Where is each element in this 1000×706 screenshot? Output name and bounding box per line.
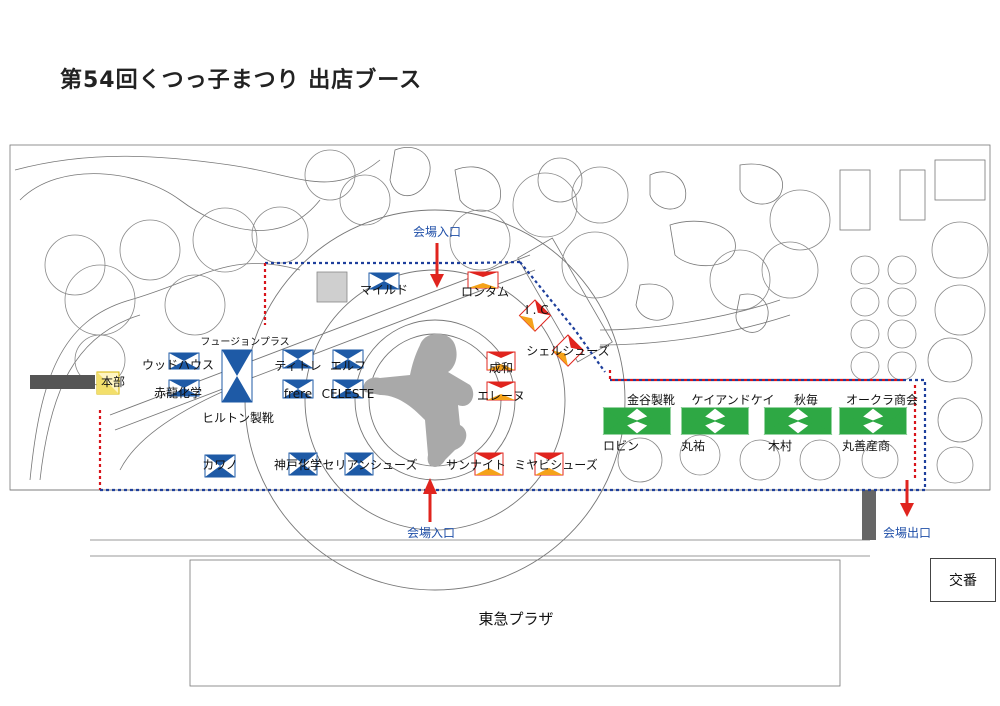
hatched-strip (30, 375, 95, 389)
entrance-arrow-bottom (423, 478, 437, 522)
plaza-label: 東急プラザ (478, 610, 554, 628)
booth-label-elf: エルフ (329, 359, 367, 373)
exit-label: 会場出口 (882, 526, 932, 540)
entrance-arrow-top (430, 243, 444, 288)
booth-label-marusen: 丸善産商 (841, 439, 891, 453)
booth-label-sunnite: サンナイト (445, 458, 507, 472)
booth-markers-red (467, 271, 585, 476)
booth-label-celeste: CELESTE (321, 387, 375, 401)
honbu-marker (96, 371, 120, 395)
booth-label-maruyu: 丸祐 (680, 439, 706, 453)
booth-label-frere: frere (283, 387, 313, 401)
booth-markers-blue (168, 272, 400, 478)
booth-label-kanaya: 金谷製靴 (626, 393, 676, 407)
booth-label-hilton: ヒルトン製靴 (201, 411, 275, 425)
booth-label-akimai: 秋毎 (793, 393, 819, 407)
tree-group (44, 149, 989, 484)
kouban-label: 交番 (930, 558, 996, 602)
booth-label-kawano: カワノ (202, 458, 238, 472)
booth-label-okura: オークラ商会 (845, 393, 919, 407)
booth-label-seiwa: 成和 (488, 361, 514, 375)
booth-label-tititre: ティトレ (274, 359, 322, 373)
booth-label-kobe: 神戸化学 (273, 458, 323, 472)
booth-markers-green (602, 407, 908, 435)
booth-label-mild: マイルド (359, 283, 409, 297)
entrance-label-bottom: 会場入口 (406, 526, 456, 540)
tree-grid (850, 255, 917, 381)
booth-label-elene: エレーヌ (476, 389, 526, 403)
hatched-strip (862, 490, 876, 540)
booth-label-shell: シェルシューズ (526, 344, 610, 358)
storage-box (316, 271, 348, 303)
page-title: 第54回くつっ子まつり 出店ブース (60, 68, 423, 93)
booth-label-wood: ウッドハウス (141, 358, 215, 372)
booth-label-fusion: フュージョンプラス (200, 337, 290, 348)
booth-label-miyabi: ミヤビシューズ (514, 458, 598, 472)
booth-label-serian: セリアンシューズ (322, 458, 418, 472)
entrance-label-top: 会場入口 (412, 225, 462, 239)
booth-label-robin: ロビン (602, 439, 640, 453)
booth-label-akaryu: 赤龍化学 (153, 386, 203, 400)
booth-zone-outlines (98, 260, 927, 492)
booth-label-kimura: 木村 (767, 439, 793, 453)
booth-label-rontam: ロンタム (460, 285, 510, 299)
statue (363, 333, 474, 467)
booth-label-ic: I . C (525, 303, 549, 317)
honbu-label: 本部 (100, 375, 126, 389)
booth-label-kk: ケイアンドケイ (691, 393, 775, 407)
exit-arrow (900, 480, 914, 517)
